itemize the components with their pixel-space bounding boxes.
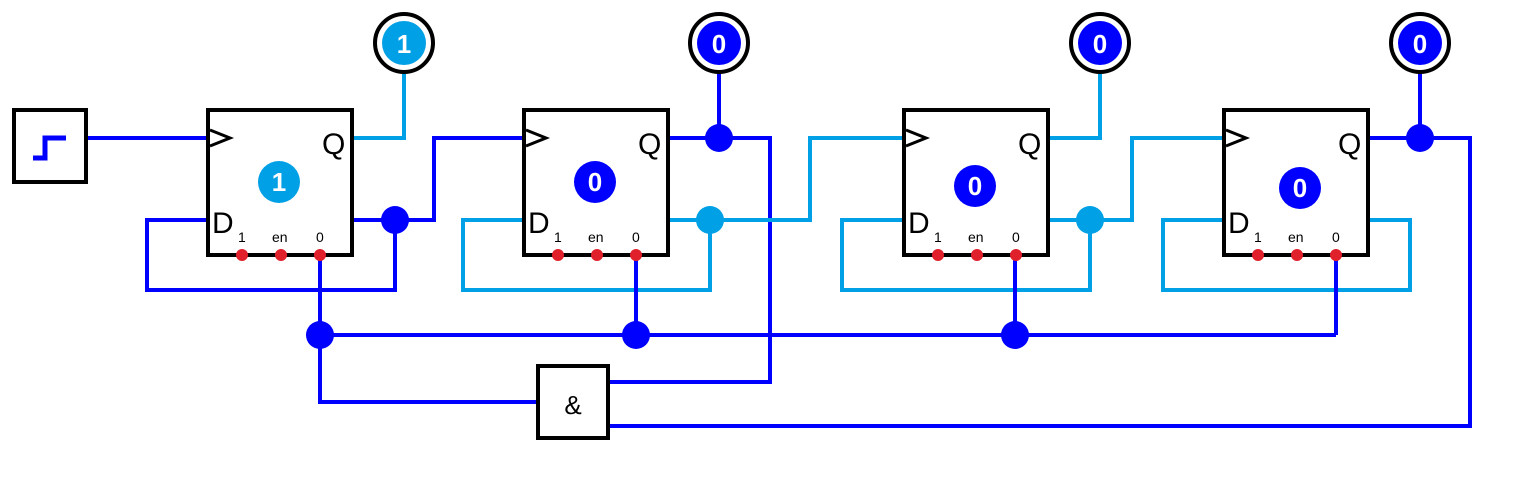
reset-pin[interactable]: [630, 249, 642, 261]
output-probe-2: 0: [688, 12, 750, 74]
output-indicator: [382, 21, 426, 65]
enable-pin[interactable]: [591, 249, 603, 261]
clock-triangle-icon: [209, 128, 235, 148]
output-value: 0: [712, 29, 726, 59]
flipflop-4[interactable]: Q D 1 en 0 0: [1222, 108, 1370, 261]
d-label: D: [1228, 207, 1250, 240]
set-pin[interactable]: [1252, 249, 1264, 261]
reset-pin[interactable]: [314, 249, 326, 261]
state-indicator: [574, 161, 616, 203]
enable-label: en: [968, 229, 984, 245]
q-label: Q: [638, 128, 661, 161]
clock-triangle-icon: [905, 128, 931, 148]
flipflop-2[interactable]: Q D 1 en 0 0: [522, 108, 670, 261]
set-label: 1: [1254, 229, 1262, 245]
set-pin[interactable]: [932, 249, 944, 261]
output-indicator: [1398, 21, 1442, 65]
output-indicator: [1078, 21, 1122, 65]
state-indicator: [954, 165, 996, 207]
flipflop-3[interactable]: Q D 1 en 0 0: [902, 108, 1050, 261]
state-value: 0: [1293, 173, 1307, 203]
flipflop-1[interactable]: Q D 1 en 0 1: [206, 108, 354, 261]
output-indicator: [697, 21, 741, 65]
d-label: D: [212, 207, 234, 240]
flipflop-layer: Q D 1 en 0 1 Q D 1 en 0 0 Q D 1 en 0 0: [206, 108, 1370, 261]
output-value: 0: [1093, 29, 1107, 59]
state-indicator: [1279, 167, 1321, 209]
reset-label: 0: [1012, 229, 1020, 245]
clock-triangle-icon: [1225, 128, 1251, 148]
and-gate-symbol: &: [564, 390, 581, 420]
reset-pin[interactable]: [1330, 249, 1342, 261]
output-probe-3: 0: [1069, 12, 1131, 74]
junctions: [306, 124, 1434, 349]
output-value: 1: [397, 29, 411, 59]
output-layer: 1 0 0 0: [373, 12, 1451, 74]
state-value: 0: [588, 167, 602, 197]
enable-pin[interactable]: [1291, 249, 1303, 261]
enable-label: en: [588, 229, 604, 245]
clock-pulse-icon: [33, 135, 66, 161]
set-pin[interactable]: [552, 249, 564, 261]
reset-pin[interactable]: [1010, 249, 1022, 261]
reset-label: 0: [632, 229, 640, 245]
reset-label: 0: [316, 229, 324, 245]
state-indicator: [258, 161, 300, 203]
d-label: D: [528, 207, 550, 240]
reset-label: 0: [1332, 229, 1340, 245]
clock-source[interactable]: [12, 108, 88, 184]
state-value: 1: [272, 167, 286, 197]
state-value: 0: [968, 171, 982, 201]
enable-pin[interactable]: [971, 249, 983, 261]
clock-triangle-icon: [525, 128, 551, 148]
q-label: Q: [1338, 128, 1361, 161]
set-label: 1: [934, 229, 942, 245]
q-label: Q: [1018, 128, 1041, 161]
and-gate[interactable]: &: [536, 364, 610, 440]
enable-label: en: [272, 229, 288, 245]
output-probe-1: 1: [373, 12, 435, 74]
set-pin[interactable]: [236, 249, 248, 261]
set-label: 1: [238, 229, 246, 245]
enable-label: en: [1288, 229, 1304, 245]
set-label: 1: [554, 229, 562, 245]
enable-pin[interactable]: [275, 249, 287, 261]
output-value: 0: [1413, 29, 1427, 59]
d-label: D: [908, 207, 930, 240]
q-label: Q: [322, 128, 345, 161]
output-probe-4: 0: [1389, 12, 1451, 74]
